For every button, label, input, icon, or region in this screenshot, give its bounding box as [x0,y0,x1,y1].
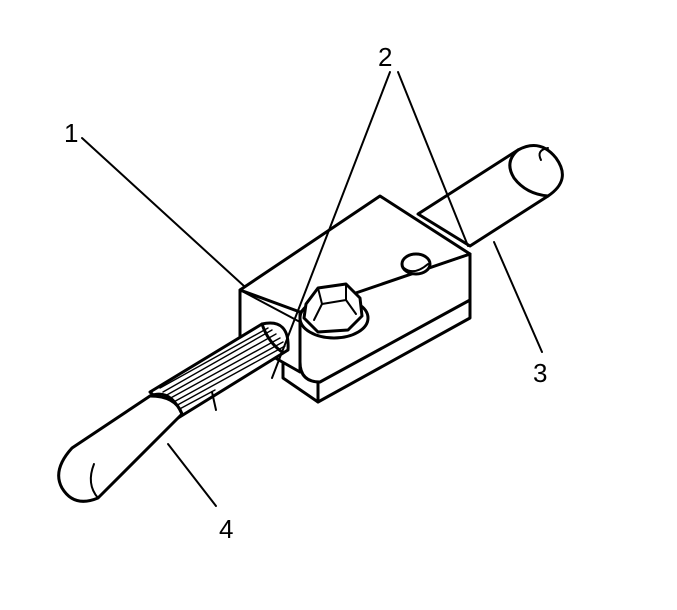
leader-line-2b [397,71,469,247]
mounting-hole [400,252,432,276]
leader-line-4 [167,443,217,507]
splined-shaft [148,321,290,420]
clamp-bolt [298,282,370,340]
callout-label-3: 3 [533,358,548,388]
leader-lines [81,71,543,507]
callout-label-1: 1 [64,118,79,148]
left-shaft [57,392,184,503]
leader-line-2a [271,71,391,379]
callout-label-4: 4 [219,514,234,544]
callout-label-2: 2 [378,42,393,72]
leader-line-3 [493,241,543,353]
right-shaft [416,144,564,248]
leader-line-1 [81,137,245,287]
